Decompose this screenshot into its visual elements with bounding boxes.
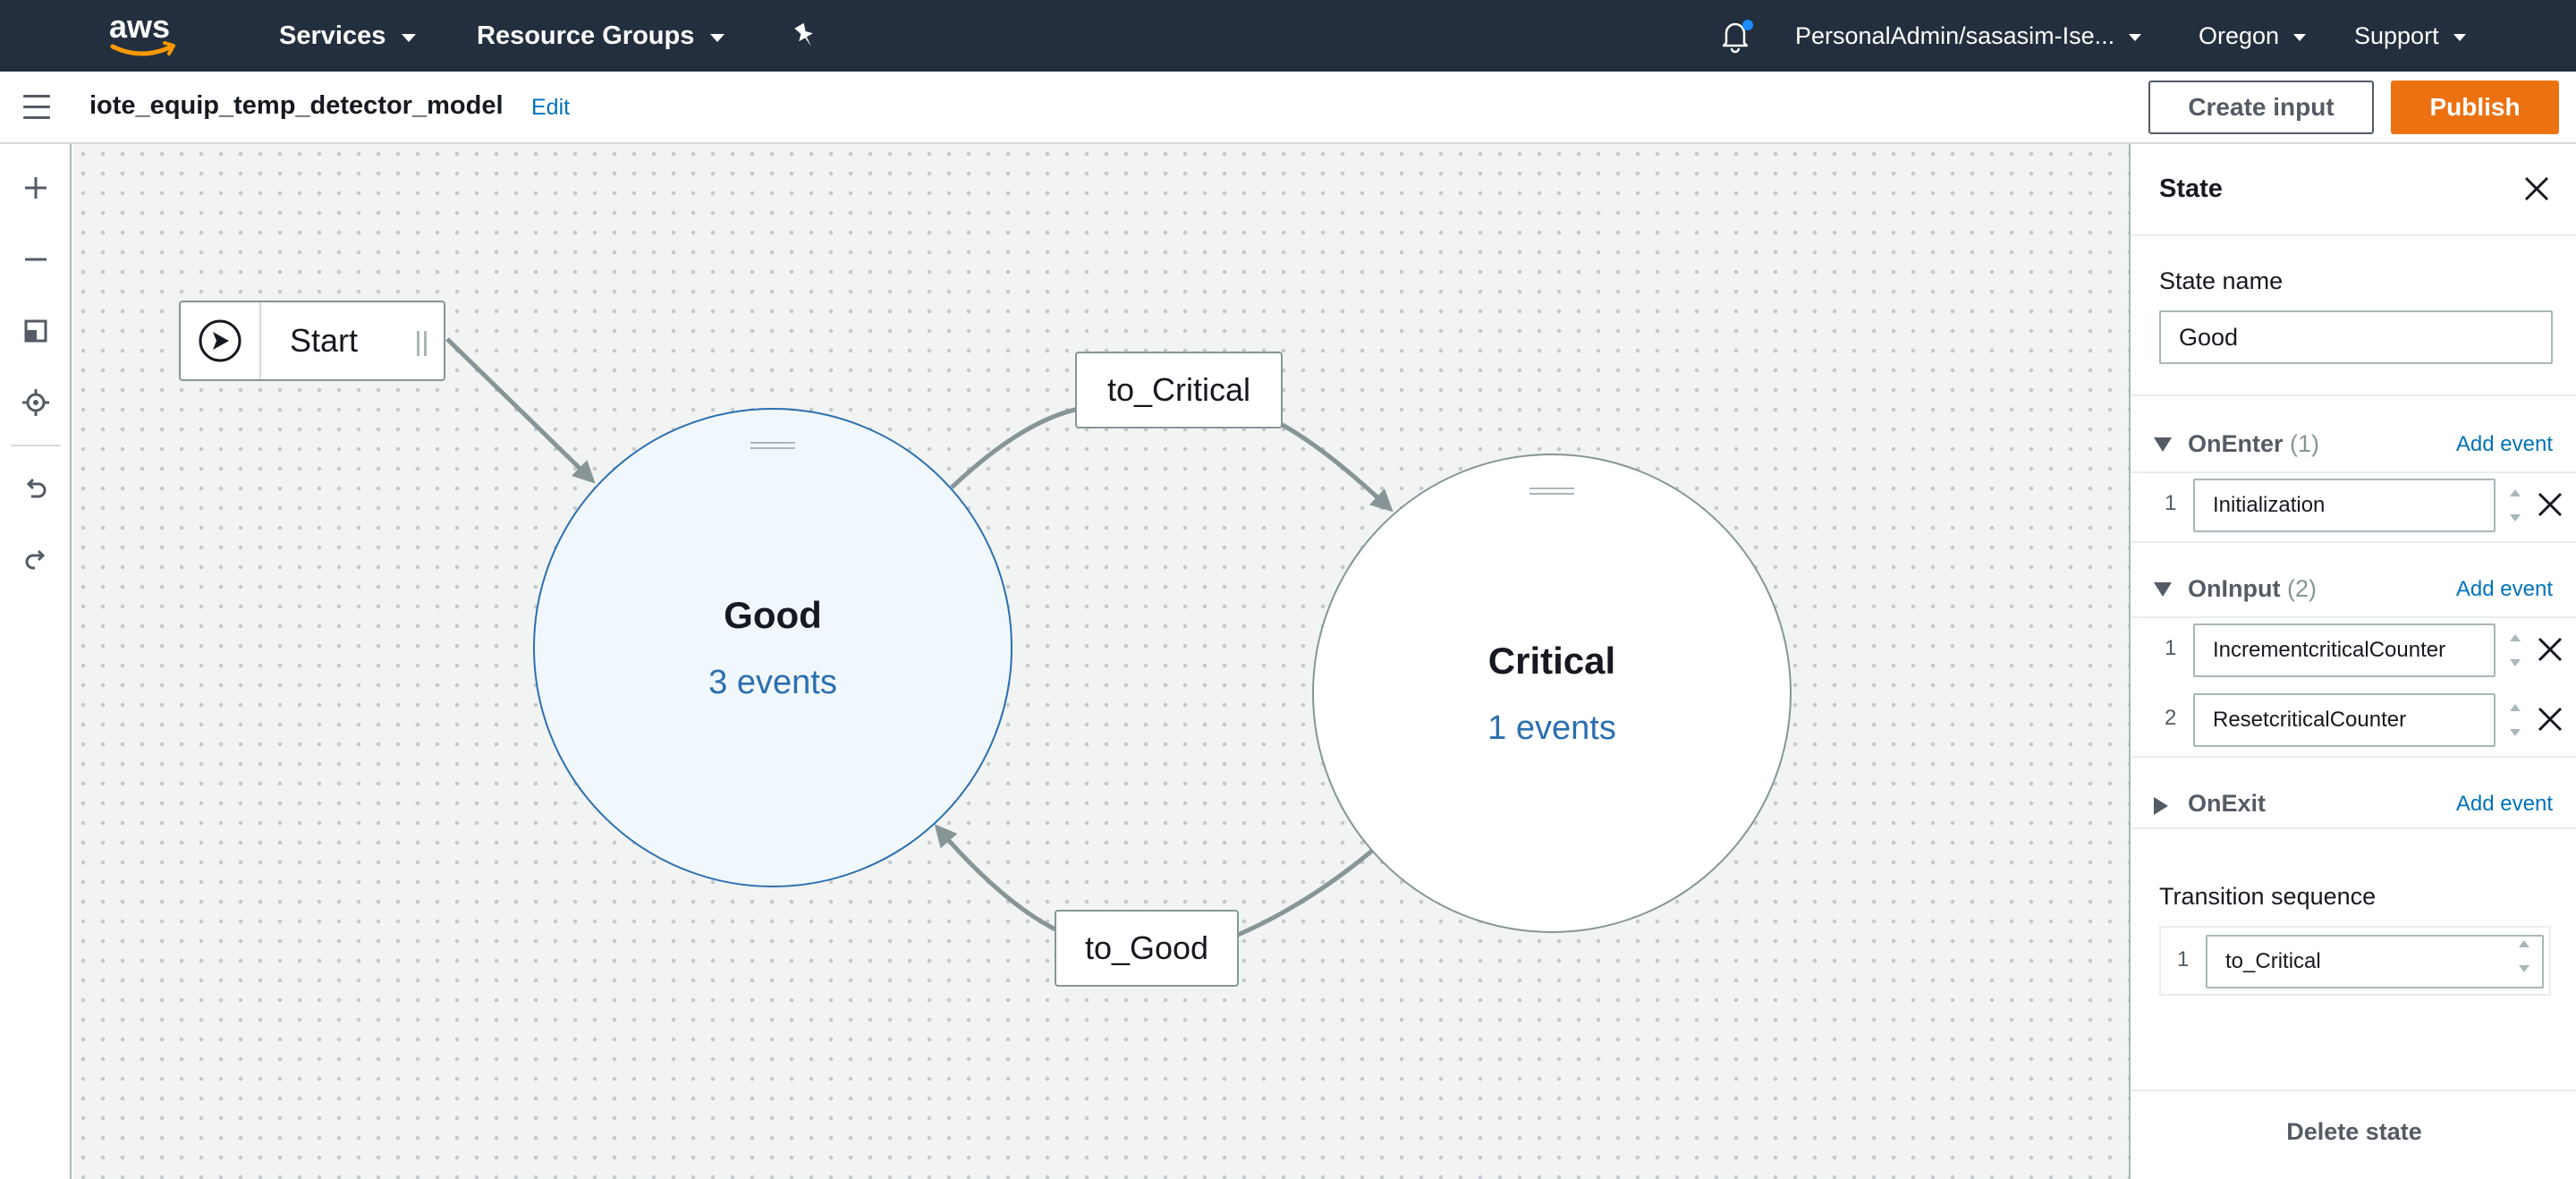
state-node-critical[interactable]: Critical 1 events — [1312, 454, 1792, 933]
chevron-down-icon — [2293, 34, 2307, 41]
on-input-add-event-link[interactable]: Add event — [2455, 577, 2553, 601]
start-icon-cell — [181, 302, 261, 379]
on-enter-add-event-link[interactable]: Add event — [2455, 432, 2553, 456]
state-properties-panel: State State name Good OnEnter (1) Add ev… — [2129, 144, 2576, 1179]
transition-sequence-label: Transition sequence — [2159, 883, 2377, 910]
aws-logo[interactable]: aws — [104, 7, 184, 61]
event-index: 2 — [2165, 706, 2177, 730]
edit-model-name-link[interactable]: Edit — [531, 95, 571, 120]
list-item: 1 Initialization — [2131, 471, 2576, 541]
on-exit-section[interactable]: OnExit Add event — [2131, 776, 2576, 831]
drag-handle-icon[interactable] — [417, 331, 428, 356]
transition-to-good[interactable]: to_Good — [1055, 910, 1239, 987]
reorder-arrows-icon[interactable] — [2515, 933, 2533, 980]
drag-handle-icon[interactable] — [1530, 488, 1574, 496]
reorder-arrows-icon[interactable] — [2506, 482, 2524, 529]
create-input-button[interactable]: Create input — [2148, 81, 2374, 134]
on-input-label: OnInput (2) — [2188, 575, 2317, 602]
notifications-bell-icon[interactable] — [1716, 0, 1755, 72]
pin-icon[interactable] — [792, 0, 818, 72]
fit-to-screen-icon[interactable] — [18, 313, 54, 349]
on-enter-label: OnEnter (1) — [2188, 430, 2320, 457]
transition-arrows — [445, 337, 1394, 937]
account-label: PersonalAdmin/sasasim-Ise... — [1795, 21, 2115, 49]
detector-model-canvas[interactable]: Start Good 3 events Critical 1 events to… — [73, 144, 2129, 1179]
account-menu[interactable]: PersonalAdmin/sasasim-Ise... — [1795, 0, 2142, 72]
on-enter-section[interactable]: OnEnter (1) Add event — [2131, 416, 2576, 471]
sequence-index: 1 — [2177, 947, 2190, 971]
resource-groups-label: Resource Groups — [477, 21, 695, 50]
zoom-out-icon[interactable] — [18, 242, 54, 277]
event-index: 1 — [2165, 491, 2177, 515]
services-label: Services — [279, 21, 386, 50]
delete-state-button[interactable]: Delete state — [2286, 1118, 2422, 1145]
reorder-arrows-icon[interactable] — [2506, 627, 2524, 674]
caret-down-icon — [2154, 582, 2172, 597]
notification-dot — [1742, 20, 1753, 30]
remove-event-icon[interactable] — [2537, 491, 2563, 518]
caret-down-icon — [2154, 437, 2172, 452]
start-node[interactable]: Start — [179, 301, 445, 381]
support-label: Support — [2354, 21, 2439, 49]
state-node-good[interactable]: Good 3 events — [533, 408, 1013, 887]
top-navigation-bar: aws Services Resource Groups PersonalAdm… — [0, 0, 2576, 72]
region-label: Oregon — [2199, 21, 2280, 49]
transition-sequence-list: 1 to_Critical — [2159, 926, 2551, 996]
panel-footer: Delete state — [2131, 1090, 2576, 1179]
on-exit-label: OnExit — [2188, 790, 2267, 817]
on-exit-add-event-link[interactable]: Add event — [2455, 792, 2553, 816]
start-label: Start — [290, 322, 359, 359]
state-event-count[interactable]: 1 events — [1487, 708, 1616, 747]
region-menu[interactable]: Oregon — [2199, 0, 2307, 72]
menu-icon[interactable] — [23, 95, 50, 120]
panel-header: State — [2131, 144, 2576, 236]
publish-button[interactable]: Publish — [2391, 81, 2559, 134]
chevron-down-icon — [2129, 34, 2142, 41]
zoom-in-icon[interactable] — [18, 170, 54, 206]
model-title: iote_equip_temp_detector_model — [89, 91, 504, 120]
event-name-input[interactable]: IncrementcriticalCounter — [2193, 623, 2496, 677]
to-critical-line — [950, 406, 1080, 489]
play-circle-icon — [199, 319, 242, 362]
state-event-count[interactable]: 3 events — [708, 663, 837, 701]
remove-event-icon[interactable] — [2537, 636, 2563, 663]
state-name-label: State name — [2159, 267, 2284, 294]
center-target-icon[interactable] — [18, 385, 54, 420]
transition-to-critical[interactable]: to_Critical — [1075, 352, 1283, 428]
remove-event-icon[interactable] — [2537, 706, 2563, 733]
on-input-section[interactable]: OnInput (2) Add event — [2131, 561, 2576, 616]
undo-icon[interactable] — [18, 472, 54, 508]
support-menu[interactable]: Support — [2354, 0, 2466, 72]
state-name: Good — [724, 593, 822, 636]
event-name-input[interactable]: Initialization — [2193, 479, 2496, 532]
event-name-input[interactable]: ResetcriticalCounter — [2193, 693, 2496, 747]
model-header-bar: iote_equip_temp_detector_model Edit Crea… — [0, 72, 2576, 144]
state-name: Critical — [1487, 639, 1616, 682]
caret-right-icon — [2154, 797, 2168, 815]
reorder-arrows-icon[interactable] — [2506, 697, 2524, 743]
chevron-down-icon — [2453, 34, 2466, 41]
canvas-toolbar — [0, 144, 72, 1179]
list-item: 1 IncrementcriticalCounter — [2131, 616, 2576, 686]
list-item: 2 ResetcriticalCounter — [2131, 686, 2576, 756]
to-good-line — [1237, 849, 1374, 937]
transition-sequence-item[interactable]: to_Critical — [2206, 935, 2544, 988]
redo-icon[interactable] — [18, 544, 54, 580]
to-good-arrow — [934, 824, 1061, 934]
panel-title: State — [2159, 174, 2223, 203]
to-critical-arrow — [1277, 420, 1394, 513]
drag-handle-icon[interactable] — [750, 442, 795, 451]
close-icon[interactable] — [2522, 174, 2551, 203]
start-arrow — [445, 337, 596, 484]
chevron-down-icon — [710, 33, 725, 42]
services-menu[interactable]: Services — [279, 0, 417, 72]
event-index: 1 — [2165, 636, 2177, 660]
chevron-down-icon — [402, 33, 417, 42]
state-name-input[interactable]: Good — [2159, 310, 2553, 364]
svg-text:aws: aws — [109, 8, 170, 45]
resource-groups-menu[interactable]: Resource Groups — [477, 0, 725, 72]
